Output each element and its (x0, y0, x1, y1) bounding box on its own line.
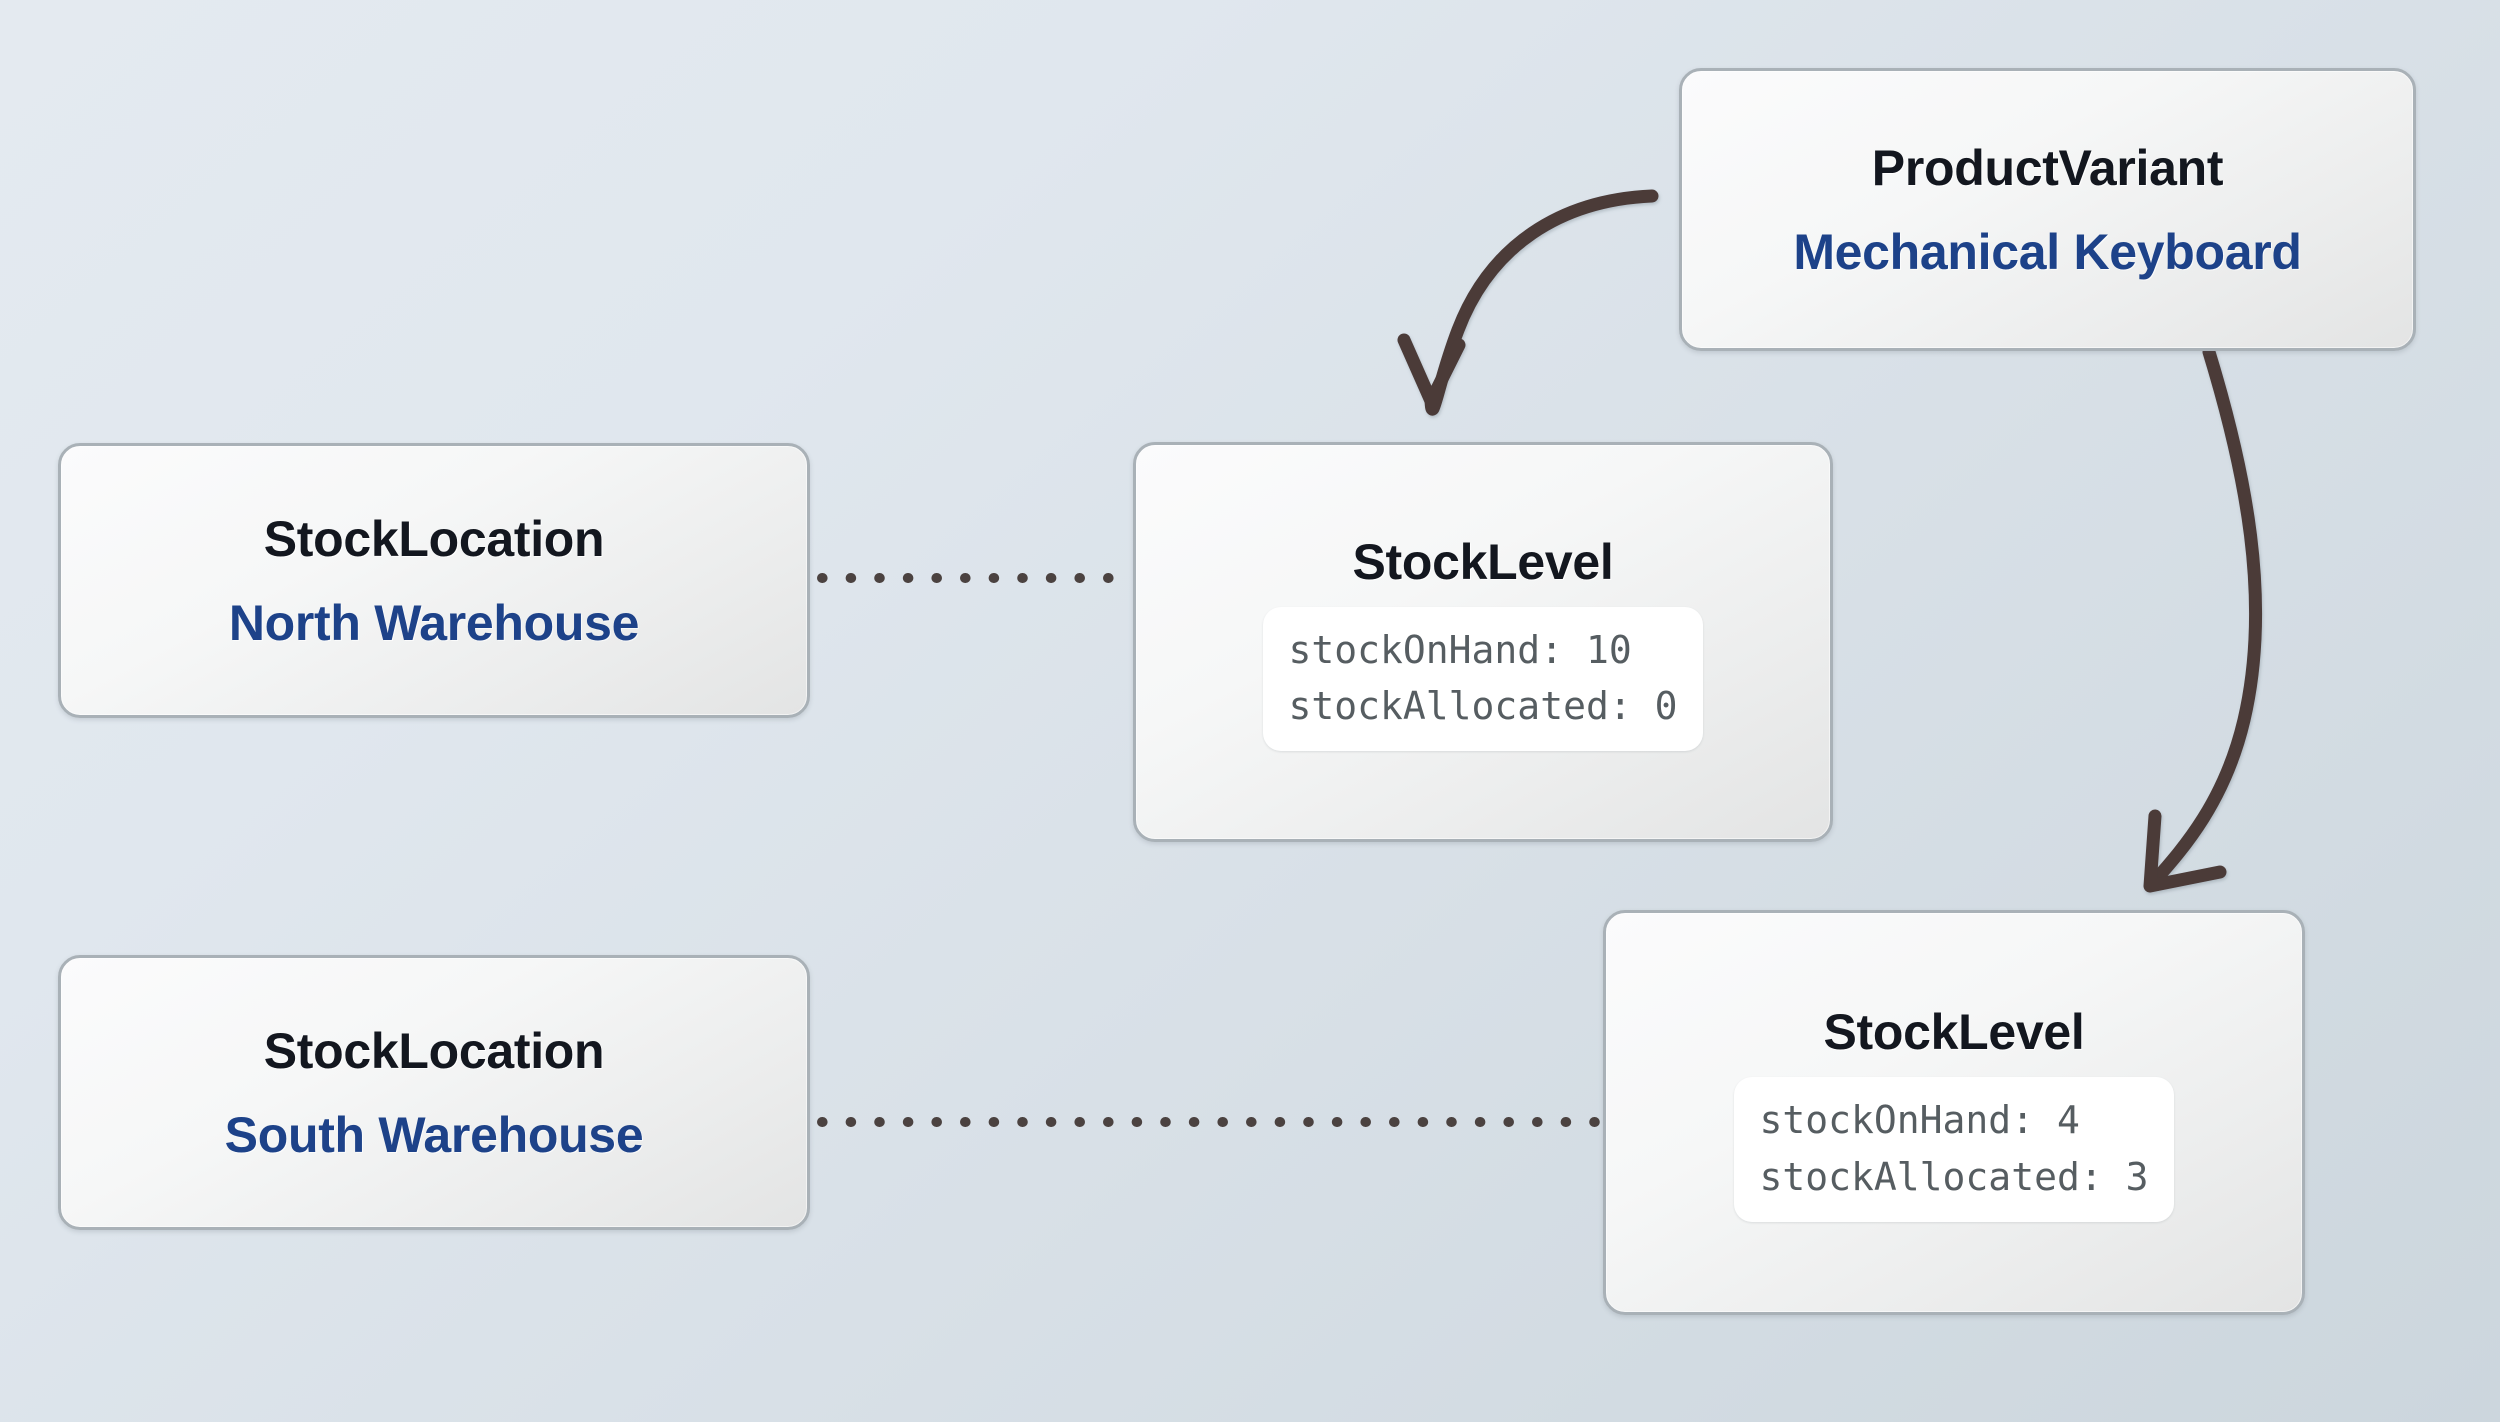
field-stock-on-hand: stockOnHand: 4 (1759, 1098, 2080, 1143)
node-stock-location-north[interactable]: StockLocation North Warehouse (58, 443, 810, 718)
node-type-label: ProductVariant (1871, 139, 2224, 196)
node-name-label: South Warehouse (224, 1106, 644, 1163)
node-type-label: StockLevel (1823, 1004, 2085, 1061)
stock-level-field-box: stockOnHand: 4 stockAllocated: 3 (1733, 1077, 2175, 1222)
node-type-label: StockLocation (263, 510, 605, 567)
field-stock-allocated: stockAllocated: 3 (1759, 1154, 2149, 1199)
node-product-variant[interactable]: ProductVariant Mechanical Keyboard (1679, 68, 2416, 351)
node-stock-location-south[interactable]: StockLocation South Warehouse (58, 955, 810, 1230)
edge-variant-to-stocklevel-south (2143, 345, 2263, 893)
stock-level-field-box: stockOnHand: 10 stockAllocated: 0 (1262, 606, 1704, 752)
field-stock-allocated: stockAllocated: 0 (1288, 684, 1678, 728)
field-stock-on-hand: stockOnHand: 10 (1288, 627, 1632, 672)
node-type-label: StockLocation (263, 1022, 605, 1079)
edge-variant-to-stocklevel-north (1397, 189, 1659, 416)
node-type-label: StockLevel (1352, 533, 1614, 590)
node-name-label: North Warehouse (228, 594, 640, 651)
node-stock-level-south[interactable]: StockLevel stockOnHand: 4 stockAllocated… (1603, 910, 2305, 1315)
node-name-label: Mechanical Keyboard (1793, 223, 2302, 280)
node-stock-level-north[interactable]: StockLevel stockOnHand: 10 stockAllocate… (1133, 442, 1833, 842)
